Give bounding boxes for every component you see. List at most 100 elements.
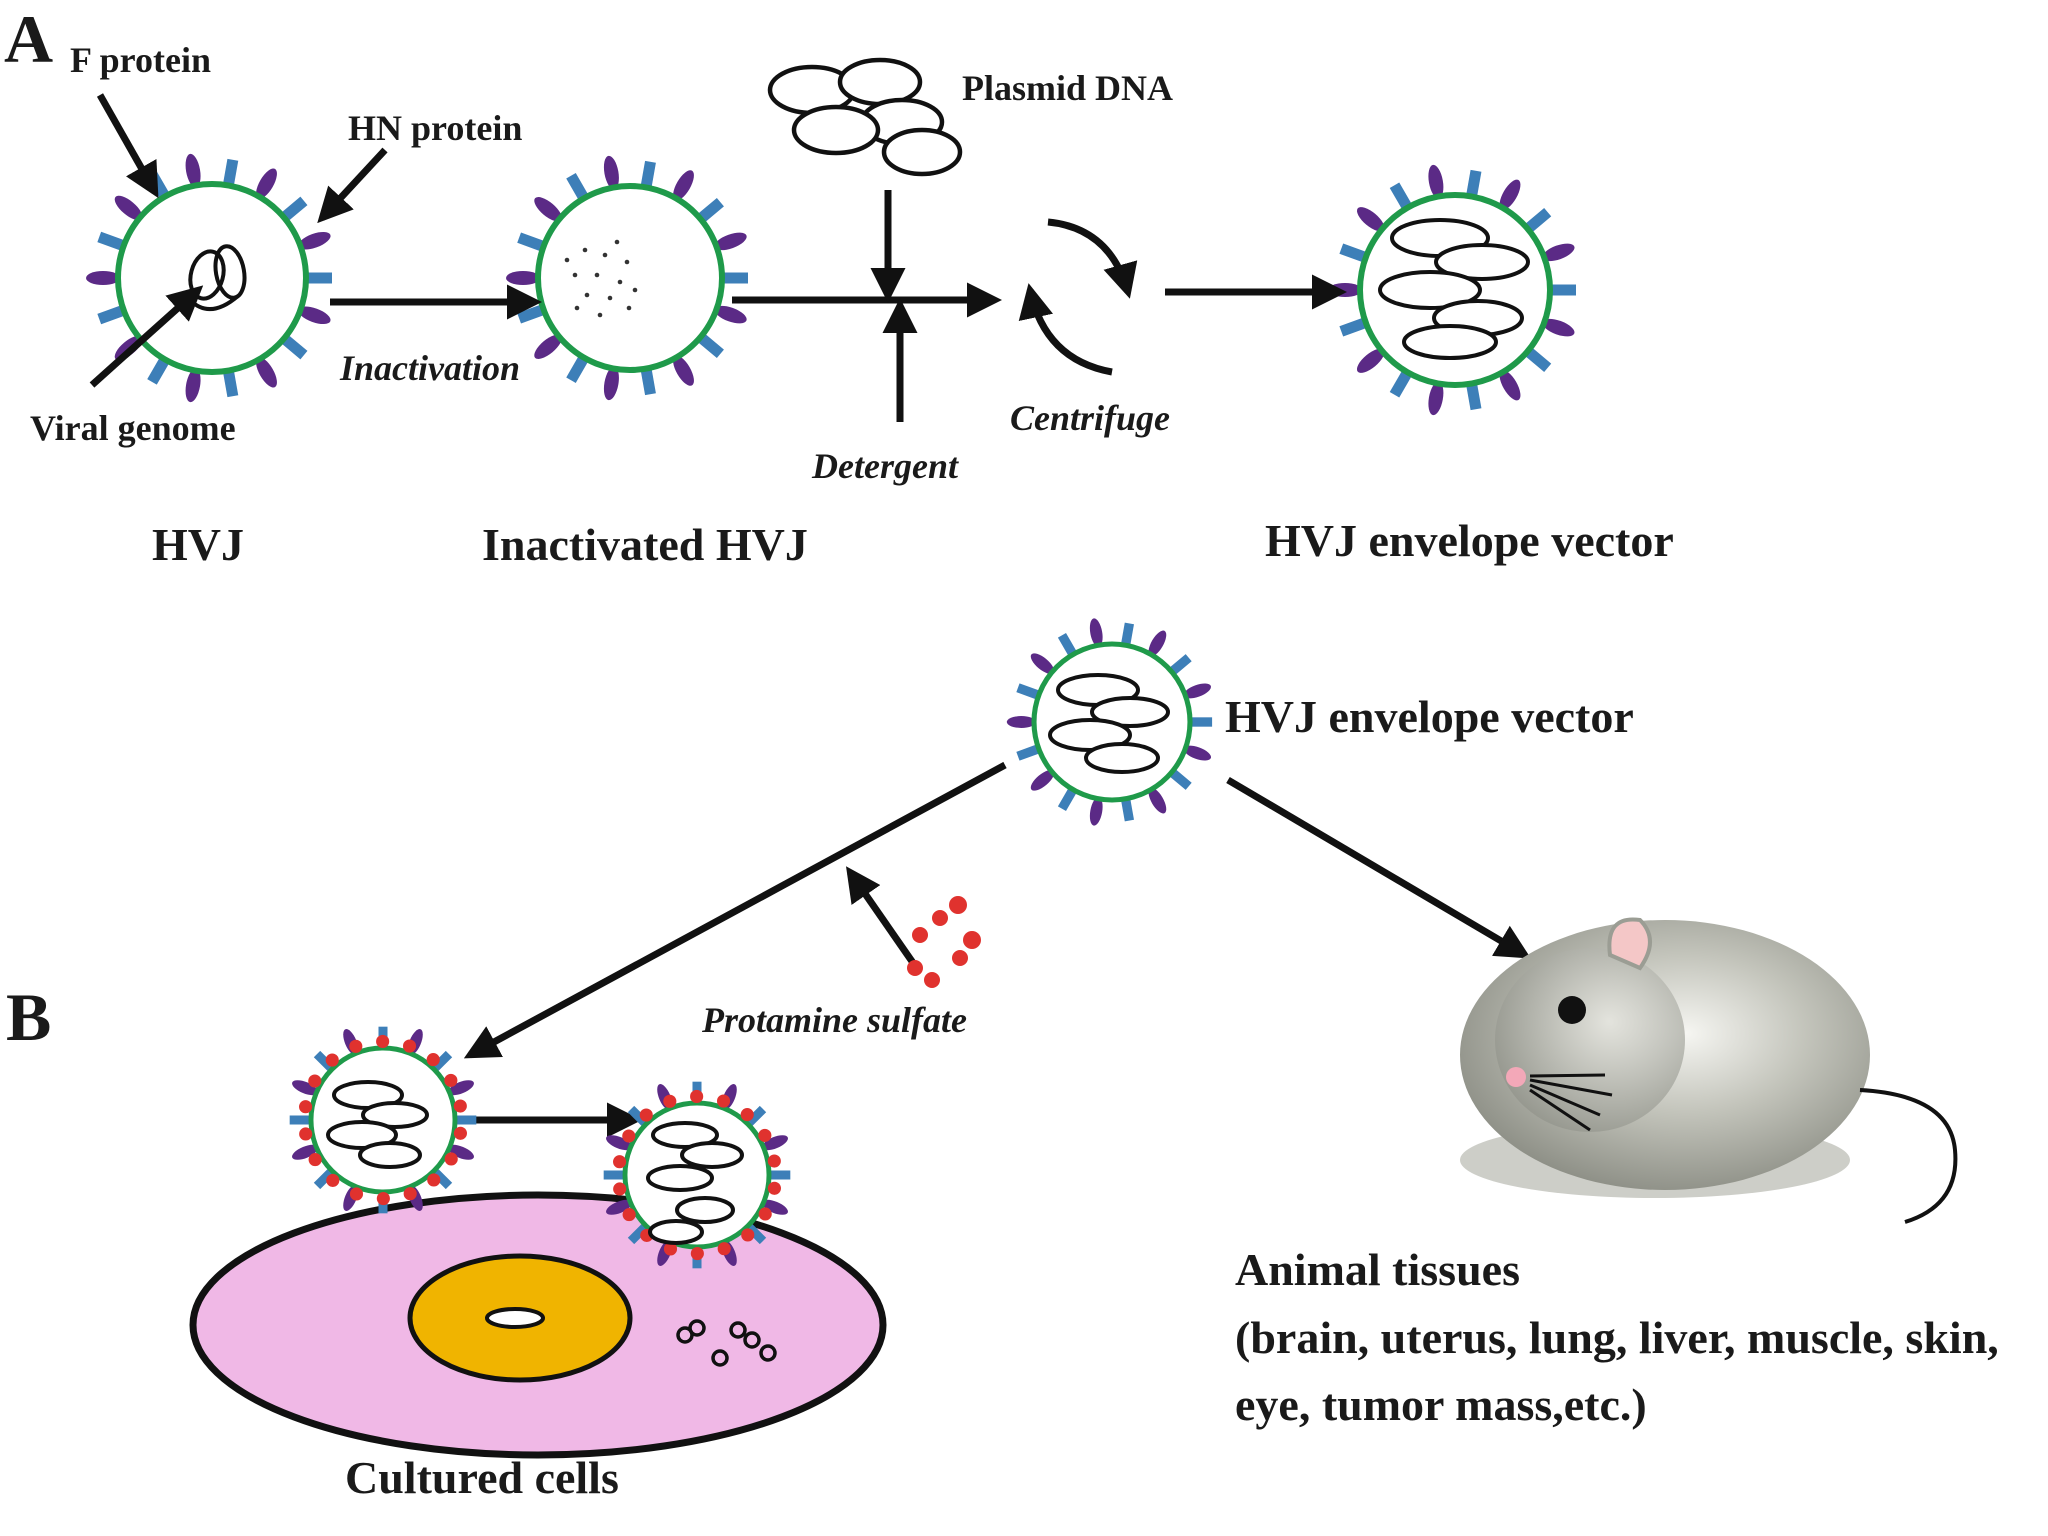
protamine-dot	[426, 1053, 440, 1067]
panel-a-arrows	[89, 93, 1347, 422]
f-protein-spike	[1120, 622, 1134, 646]
f-protein-spike	[147, 356, 170, 385]
protamine-dot	[622, 1129, 636, 1143]
protamine-sulfate-label: Protamine sulfate	[701, 1000, 967, 1040]
genome-fragment-dot	[594, 272, 600, 278]
f-protein-spike	[627, 1222, 650, 1245]
hn-protein-spike	[114, 195, 143, 221]
f-protein-spike	[1339, 243, 1368, 263]
hn-protein-spike	[673, 355, 694, 386]
f-protein-spike	[1168, 654, 1192, 676]
f-protein-spike	[1120, 798, 1134, 822]
protamine-dot	[613, 1182, 627, 1196]
plasmid-dna-inside-icon	[1378, 218, 1530, 360]
f-protein-spike	[640, 160, 656, 189]
protamine-dot	[453, 1126, 467, 1140]
protamine-dot	[402, 1039, 417, 1053]
hn-protein-spike	[1428, 164, 1444, 199]
to-cultured-cells-arrow	[463, 761, 1007, 1059]
hn-protein-spike	[714, 232, 747, 251]
f-protein-spike	[222, 369, 239, 398]
protamine-dot	[663, 1094, 677, 1108]
cultured-cells-label: Cultured cells	[345, 1452, 619, 1503]
hvj-envelope-vector-label-a: HVJ envelope vector	[1265, 515, 1674, 566]
f-protein-spike	[722, 272, 748, 284]
animal-tissues-label: Animal tissues	[1235, 1244, 1520, 1295]
panel-label-b: B	[6, 979, 51, 1055]
plasmid-dna-inside-icon-b	[1048, 673, 1170, 774]
hn-protein-spike	[1428, 381, 1444, 416]
f-protein-spike	[603, 1170, 626, 1180]
hn-protein-spike	[292, 1144, 319, 1160]
hn-protein-spike	[606, 1135, 633, 1151]
hn-protein-spike	[1183, 683, 1212, 699]
detergent-label: Detergent	[811, 446, 959, 486]
genome-fragment-dot	[582, 247, 588, 253]
f-protein-spike	[306, 272, 332, 284]
plasmid-dna-inside-icon-c1	[326, 1080, 429, 1169]
plasmid-dna-label: Plasmid DNA	[962, 68, 1173, 108]
protamine-sulfate-icon	[907, 896, 981, 988]
protamine-dot	[690, 1089, 704, 1104]
protamine-dot	[403, 1187, 417, 1201]
hn-protein-spike	[1183, 745, 1212, 761]
hn-protein-spike	[1356, 348, 1385, 373]
genome-fragment-dot	[626, 305, 632, 311]
genome-fragment-dot	[624, 259, 630, 265]
hn-protein-spike	[506, 271, 540, 285]
protamine-dot	[767, 1154, 781, 1168]
protamine-dot	[758, 1207, 772, 1221]
protamine-dot	[717, 1242, 731, 1256]
hn-protein-spike	[1356, 207, 1385, 232]
hn-protein-pointer	[317, 147, 388, 224]
hn-protein-spike	[185, 368, 201, 403]
hvj-label: HVJ	[152, 519, 244, 570]
f-protein-spike	[1016, 683, 1041, 700]
hn-protein-spike	[298, 306, 331, 325]
hn-protein-spike	[256, 168, 277, 199]
f-protein-spike	[566, 354, 589, 383]
hn-protein-spike	[673, 170, 694, 201]
protamine-dot	[376, 1034, 390, 1049]
f-protein-spike	[313, 1050, 336, 1073]
hn-protein-spike	[603, 366, 619, 401]
genome-fragment-dot	[617, 279, 623, 285]
hn-protein-spike	[1148, 787, 1167, 814]
hn-protein-spike	[185, 153, 201, 188]
inactivated-hvj-label: Inactivated HVJ	[482, 519, 808, 570]
f-protein-spike	[1466, 169, 1482, 198]
hn-protein-spike	[1542, 243, 1575, 262]
f-protein-spike	[97, 304, 126, 325]
inactivated-genome-dots	[564, 239, 638, 318]
f-protein-spike	[430, 1167, 453, 1190]
protamine-dot	[326, 1173, 340, 1187]
hn-protein-spike	[1030, 769, 1055, 791]
genome-fragment-dot	[632, 287, 638, 293]
hn-protein-spike	[292, 1080, 319, 1096]
genome-fragment-dot	[607, 295, 613, 301]
panel-label-a: A	[4, 1, 53, 77]
protamine-dot	[716, 1094, 731, 1108]
f-protein-spike	[1389, 369, 1413, 398]
hn-protein-spike	[761, 1135, 788, 1151]
genome-fragment-dot	[614, 239, 620, 245]
f-protein-spike	[627, 1105, 650, 1128]
hvj-envelope-vector-label-b: HVJ envelope vector	[1225, 691, 1634, 742]
protamine-dot	[690, 1246, 704, 1261]
protamine-dot	[767, 1181, 781, 1195]
genome-fragment-dot	[572, 272, 578, 278]
hn-protein-spike	[761, 1199, 788, 1215]
hn-protein-spike	[86, 271, 120, 285]
plasmid-dna-icon	[767, 57, 963, 177]
f-protein-spike	[744, 1222, 767, 1245]
hn-protein-spike	[534, 334, 562, 359]
f-protein-spike	[769, 1170, 791, 1180]
plasmid-dna-inside-icon-c2	[646, 1121, 744, 1245]
protamine-arrow	[846, 866, 921, 972]
hn-protein-spike	[534, 197, 562, 222]
f-protein-spike	[97, 231, 126, 252]
f-protein-spike	[1550, 284, 1576, 296]
genome-fragment-dot	[597, 312, 603, 318]
protamine-dot	[741, 1228, 755, 1242]
